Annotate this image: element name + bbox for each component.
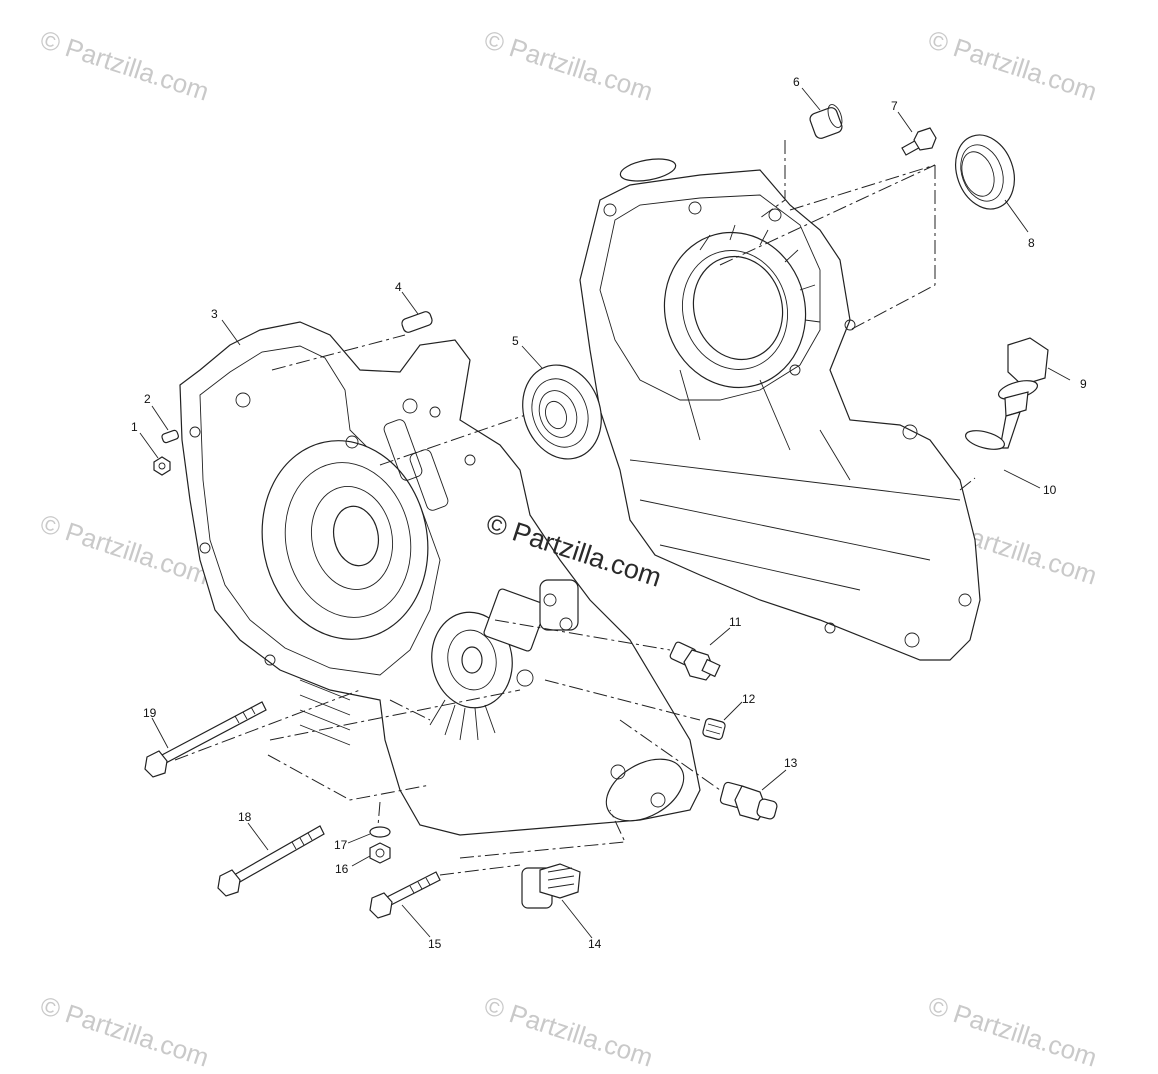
callout-2: 2 (144, 392, 151, 406)
callout-3: 3 (211, 307, 218, 321)
part-9-dipstick (997, 337, 1049, 449)
callout-17: 17 (334, 838, 348, 852)
callout-7: 7 (891, 99, 898, 113)
part-13-fitting (719, 781, 778, 821)
crankcase-exploded-view: 1 2 3 4 5 6 7 8 9 10 11 12 13 14 15 16 1… (131, 75, 1087, 951)
part-4-dowel (401, 311, 433, 333)
leader-lines (139, 87, 1071, 939)
assembly-lines (174, 140, 976, 876)
part-14-fitting (521, 863, 581, 909)
part-12-plug (702, 718, 726, 740)
part-6-sleeve (809, 104, 843, 139)
callout-8: 8 (1028, 236, 1035, 250)
part-2-dowel (161, 429, 179, 444)
callout-15: 15 (428, 937, 442, 951)
part-10-o-ring (964, 430, 1006, 450)
callout-10: 10 (1043, 483, 1057, 497)
right-crankcase-half (579, 158, 981, 661)
left-crankcase-half (179, 321, 701, 836)
small-parts (144, 104, 1049, 919)
part-19-bolt (144, 701, 267, 778)
part-7-bolt (901, 127, 937, 156)
callout-1: 1 (131, 420, 138, 434)
callout-13: 13 (784, 756, 798, 770)
callout-14: 14 (588, 937, 602, 951)
callout-11: 11 (729, 615, 742, 629)
parts-diagram: © Partzilla.com © Partzilla.com © Partzi… (37, 24, 1101, 1073)
callout-12: 12 (742, 692, 756, 706)
part-18-bolt (217, 825, 325, 897)
part-15-bolt (369, 871, 441, 919)
callout-19: 19 (143, 706, 157, 720)
callout-9: 9 (1080, 377, 1087, 391)
callout-5: 5 (512, 334, 519, 348)
part-16-nut (369, 842, 391, 864)
callout-4: 4 (395, 280, 402, 294)
callout-18: 18 (238, 810, 252, 824)
callout-16: 16 (335, 862, 349, 876)
part-17-washer (369, 826, 391, 838)
callout-labels: 1 2 3 4 5 6 7 8 9 10 11 12 13 14 15 16 1… (131, 75, 1087, 951)
part-5-bearing (522, 364, 602, 460)
part-1-nut (153, 456, 171, 476)
part-11-fitting (669, 641, 721, 681)
part-8-seal (955, 134, 1015, 210)
callout-6: 6 (793, 75, 800, 89)
